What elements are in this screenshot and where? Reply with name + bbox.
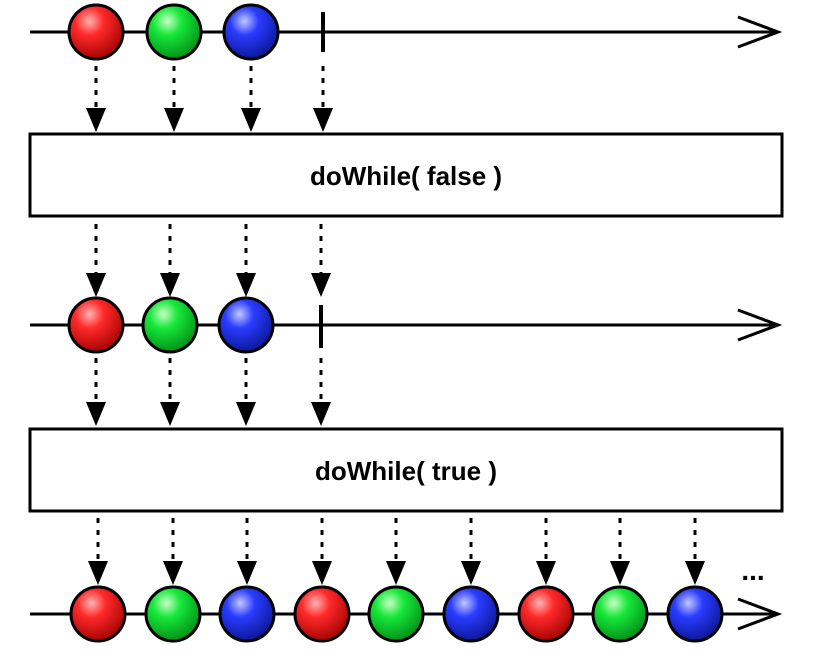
continuation-ellipsis: ... <box>741 555 764 586</box>
dotted-arrow <box>610 518 630 585</box>
dotted-arrow <box>311 224 331 297</box>
dotted-arrow <box>160 224 180 297</box>
timeline-arrowhead <box>737 597 783 631</box>
marble-red <box>67 296 125 354</box>
dotted-arrow <box>88 518 108 585</box>
dotted-arrow <box>311 358 331 426</box>
marble-blue <box>666 585 724 643</box>
dotted-arrow <box>86 224 106 297</box>
dotted-arrow <box>236 224 256 297</box>
dotted-arrow <box>312 518 332 585</box>
dotted-arrow <box>685 518 705 585</box>
marble-blue <box>218 585 276 643</box>
marble-blue <box>222 3 280 61</box>
operator-label: doWhile( true ) <box>315 456 497 486</box>
marble-red <box>517 585 575 643</box>
timeline-dowhile-false-output <box>30 296 783 354</box>
dotted-arrow <box>536 518 556 585</box>
marble-red <box>67 3 125 61</box>
dotted-arrow <box>160 358 180 426</box>
dotted-arrow <box>237 518 257 585</box>
dotted-arrow <box>386 518 406 585</box>
timeline-arrowhead <box>737 308 783 342</box>
operator-label: doWhile( false ) <box>310 161 502 191</box>
timeline-source <box>30 3 783 61</box>
marble-green <box>367 585 425 643</box>
operator-dowhile-true: doWhile( true ) <box>28 427 784 513</box>
marble-green <box>591 585 649 643</box>
emission-arrows <box>86 358 331 426</box>
marble-green <box>145 3 203 61</box>
emission-arrows <box>86 66 333 132</box>
dotted-arrow <box>236 358 256 426</box>
operator-box <box>28 132 784 218</box>
marble-blue <box>217 296 275 354</box>
dotted-arrow <box>241 66 261 132</box>
marble-red <box>69 585 127 643</box>
timeline-dowhile-true-output: ... <box>30 555 783 643</box>
marble-green <box>141 296 199 354</box>
dotted-arrow <box>164 66 184 132</box>
dotted-arrow <box>86 66 106 132</box>
dotted-arrow <box>313 66 333 132</box>
marble-green <box>144 585 202 643</box>
timeline-arrowhead <box>737 15 783 49</box>
marble-blue <box>442 585 500 643</box>
dotted-arrow <box>461 518 481 585</box>
marble-red <box>293 585 351 643</box>
emission-arrows <box>86 224 331 297</box>
operator-box <box>28 427 784 513</box>
emission-arrows <box>88 518 705 585</box>
operator-dowhile-false: doWhile( false ) <box>28 132 784 218</box>
dotted-arrow <box>163 518 183 585</box>
dotted-arrow <box>86 358 106 426</box>
